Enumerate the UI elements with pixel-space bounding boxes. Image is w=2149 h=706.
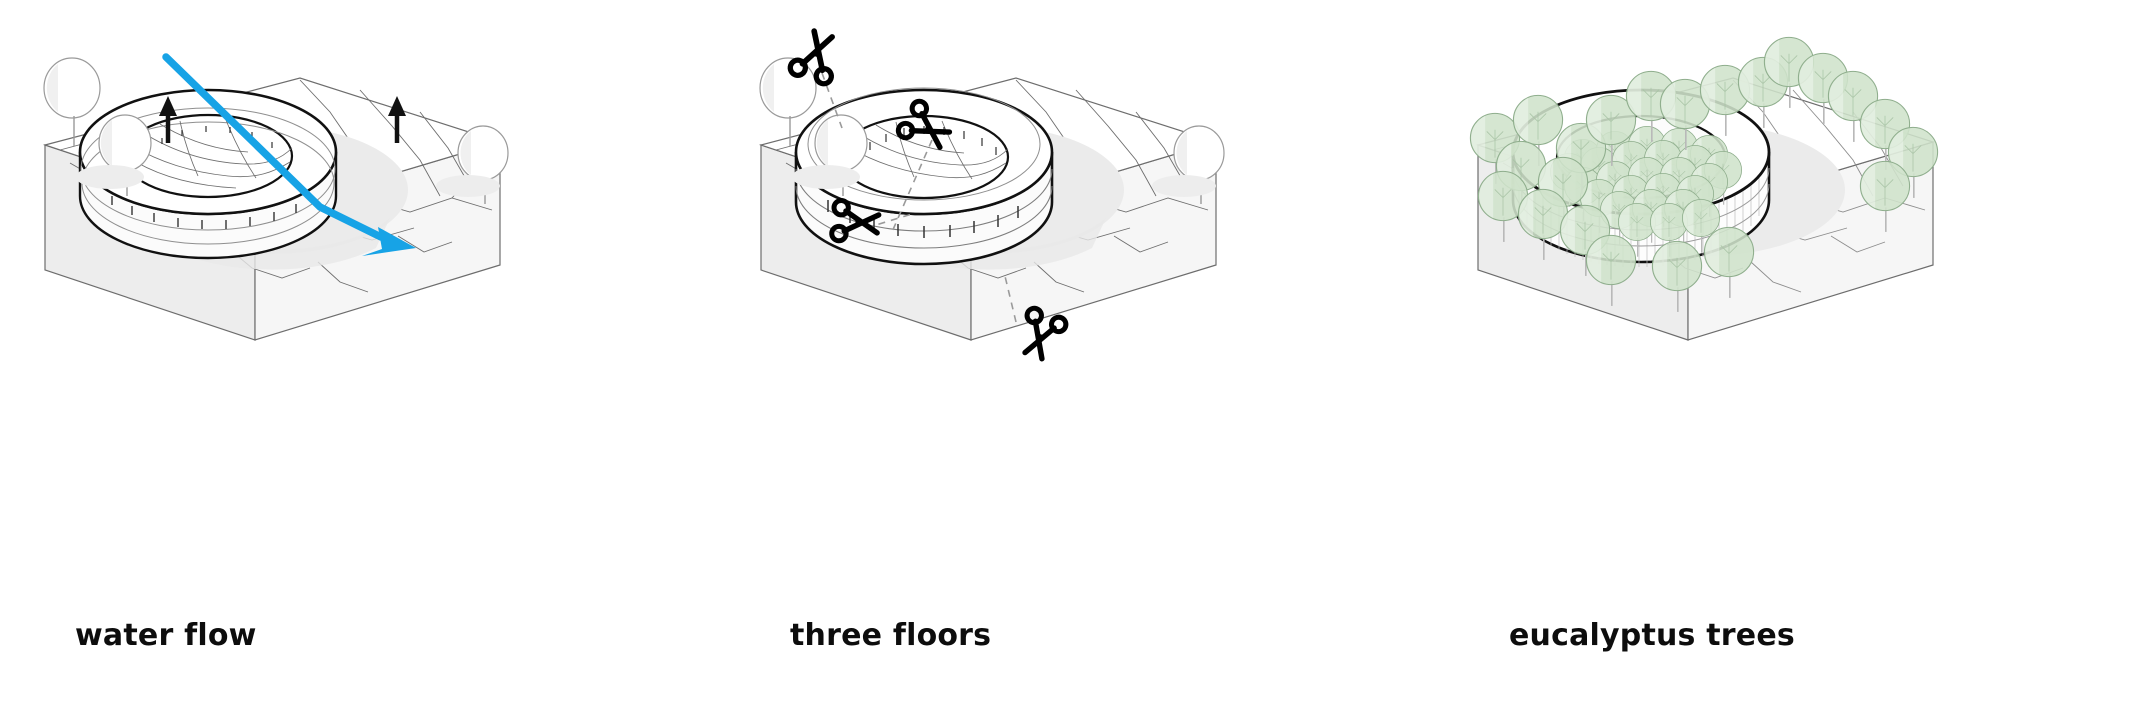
panel-eucalyptus-trees: eucalyptus trees [1433, 0, 2149, 706]
tree-shadow [76, 165, 144, 189]
panel-2-canvas [758, 0, 1225, 600]
tree-shadow [792, 165, 860, 189]
panel-3-canvas [1469, 36, 1939, 341]
scissors-icon [788, 27, 843, 85]
up-arrow-icon [159, 96, 177, 143]
tree-shadow [436, 175, 500, 197]
panel-caption-three-floors: three floors [790, 618, 992, 653]
tree-shadow [1152, 175, 1216, 197]
tree-icon [43, 57, 101, 146]
panel-caption-water-flow: water flow [75, 618, 257, 653]
tree-icon [1173, 125, 1225, 204]
panel-caption-eucalyptus-trees: eucalyptus trees [1509, 618, 1795, 653]
tree-icon [98, 114, 152, 196]
panel-water-flow: water flow [0, 0, 716, 706]
panel-three-floors: three floors [716, 0, 1432, 706]
water-flow-arrow-icon [162, 53, 416, 256]
up-arrow-icon [388, 96, 406, 143]
tree-icon [457, 125, 509, 204]
facade-ticks-1 [111, 196, 297, 229]
panel-1-canvas [42, 53, 509, 341]
ring-building-1 [78, 88, 338, 260]
cut-line-dashed [821, 72, 1017, 323]
tree-outline-group-1 [43, 57, 509, 204]
